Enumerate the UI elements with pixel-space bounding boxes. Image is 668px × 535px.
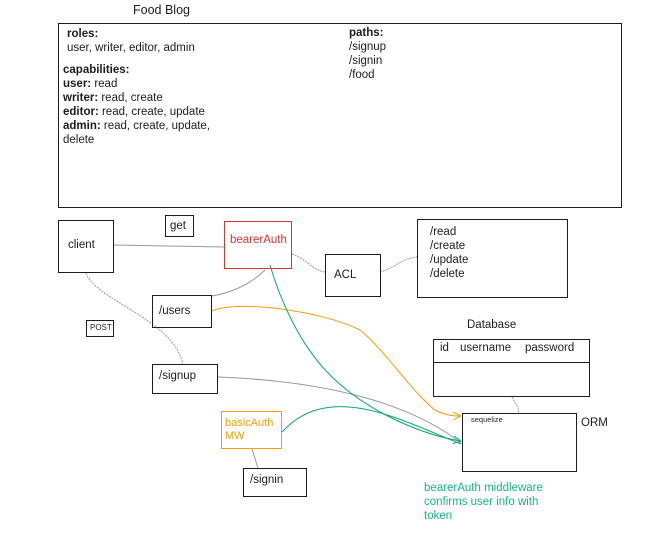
connector-basic-signin	[251, 448, 259, 469]
capability-admin: admin: read, create, update,	[63, 120, 211, 132]
path-signup: /signup	[349, 41, 387, 53]
basic-auth-label-1: basicAuth	[225, 417, 274, 429]
client-label: client	[68, 239, 95, 251]
capability-editor: editor: read, create, update	[63, 106, 205, 118]
path-signin: /signin	[349, 55, 383, 67]
bearer-auth-label: bearerAuth	[230, 234, 287, 246]
get-label: get	[170, 220, 186, 232]
connector-bearer-orm	[269, 264, 460, 441]
database-table	[433, 339, 590, 397]
connector-basic-orm	[281, 406, 462, 445]
permissions-node	[417, 219, 568, 298]
permission-create: /create	[430, 240, 466, 252]
path-food: /food	[349, 69, 375, 81]
roles-list: user, writer, editor, admin	[67, 42, 195, 54]
permission-delete: /delete	[430, 268, 465, 280]
capability-writer: writer: read, create	[63, 92, 163, 104]
connector-bearer-acl	[291, 253, 326, 273]
db-column-id: id	[440, 342, 449, 354]
signup-node	[152, 364, 218, 394]
roles-heading: roles:	[67, 28, 99, 40]
connector-client-signup	[85, 272, 184, 366]
client-node	[58, 220, 114, 273]
signup-label: /signup	[159, 370, 197, 382]
connector-bearer-users	[211, 269, 266, 297]
post-label: POST	[90, 323, 112, 332]
bearer-note-line-3: token	[424, 510, 453, 522]
capabilities-heading: capabilities:	[63, 64, 130, 76]
diagram-title: Food Blog	[133, 3, 190, 17]
acl-node	[325, 254, 381, 297]
signin-node	[243, 468, 307, 497]
database-header-divider	[433, 362, 590, 363]
sequelize-label: sequelize	[471, 415, 503, 424]
basic-auth-node	[221, 411, 282, 449]
orm-label: ORM	[581, 417, 608, 429]
get-node	[165, 215, 194, 237]
bearer-note-line-1: bearerAuth middleware	[424, 482, 543, 494]
users-node	[152, 295, 212, 328]
bearer-note-line-2: confirms user info with	[424, 496, 539, 508]
bearer-auth-node	[224, 221, 292, 269]
db-column-username: username	[460, 342, 512, 354]
users-label: /users	[159, 305, 191, 317]
connector-users-orm	[211, 305, 460, 416]
db-column-password: password	[525, 342, 575, 354]
connector-acl-permissions	[379, 256, 418, 273]
permission-update: /update	[430, 254, 469, 266]
acl-label: ACL	[334, 269, 357, 281]
connector-client-bearer	[113, 244, 225, 248]
capability-user: user: read	[63, 78, 118, 90]
database-label: Database	[467, 319, 517, 331]
notes-panel	[58, 23, 622, 208]
orm-node	[462, 413, 577, 472]
permission-read: /read	[430, 226, 457, 238]
paths-heading: paths:	[349, 27, 384, 39]
capability-admin-wrap: delete	[63, 134, 95, 146]
basic-auth-label-2: MW	[225, 430, 245, 442]
connector-db-orm	[511, 396, 519, 414]
post-node	[86, 320, 114, 337]
signin-label: /signin	[250, 474, 284, 486]
connector-signup-orm	[217, 376, 462, 444]
